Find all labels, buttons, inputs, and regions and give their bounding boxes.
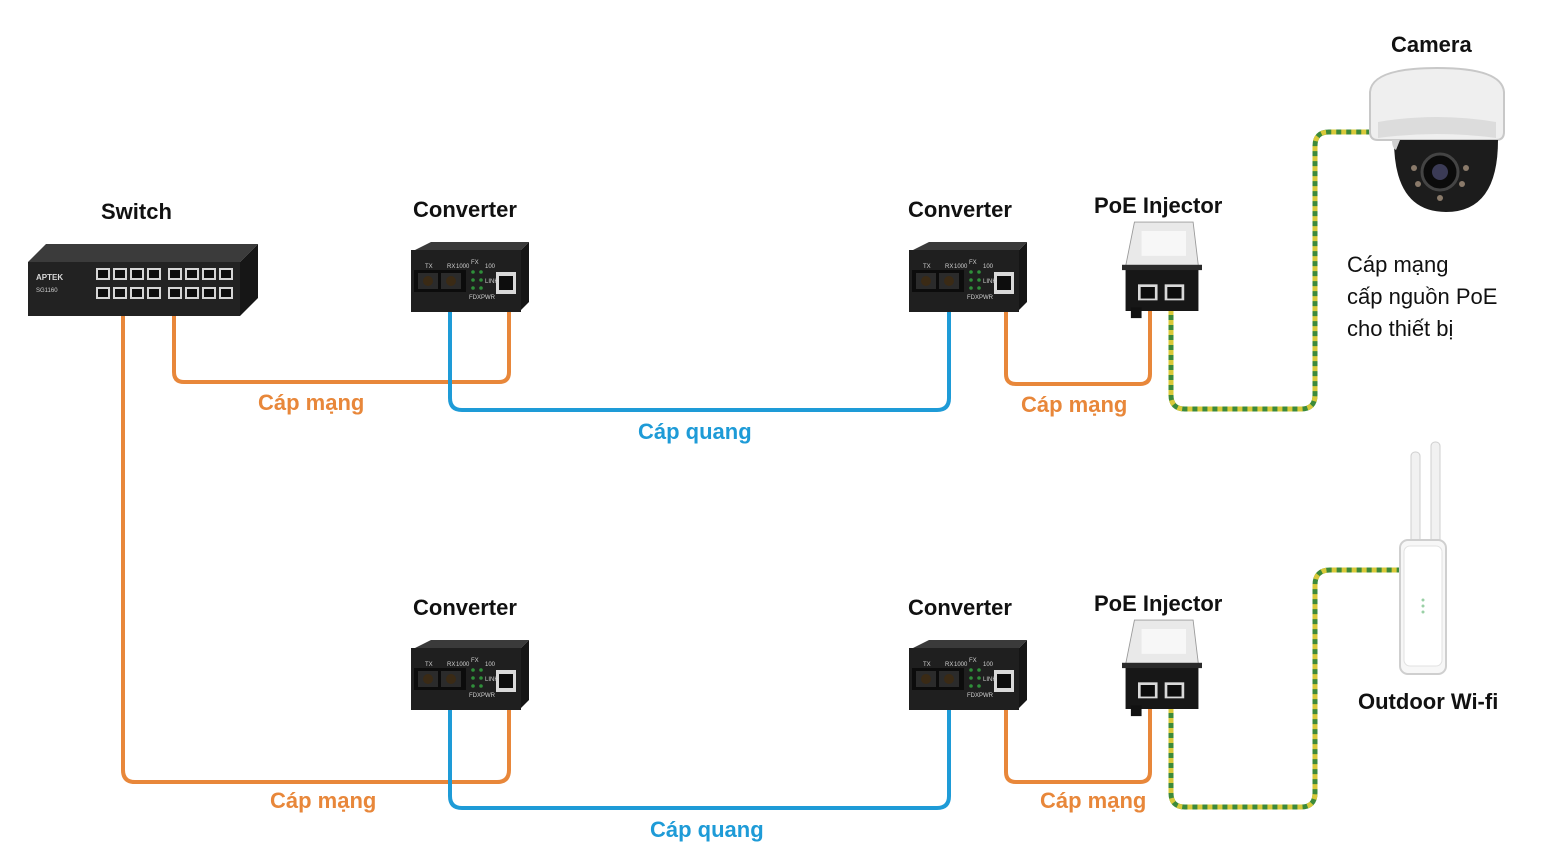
outdoor-access-point-icon [1399,441,1447,675]
media-converter-icon [411,242,529,312]
poe-cable-wifi-stripes [1168,567,1399,810]
led-1000-text: 1000 [456,264,470,270]
converter-rx-text: RX [945,662,953,668]
media-converter-icon [909,242,1027,312]
network-cable-bottom-left-label: Cáp mạng [270,788,377,813]
led-100-text: 100 [485,264,496,270]
led-link-text: LINK [983,677,996,683]
led-fdx-text: FDX [469,693,481,699]
converter-bottom-right: TX RX 1000 100 FX LINK FDX PWR [909,640,1027,710]
switch-port-socket [204,270,214,278]
media-converter-icon [909,640,1027,710]
converter-bottom-right-label: Converter [908,595,1012,620]
led-fx-text: FX [471,260,479,266]
network-switch-icon: APTEK SG1160 [28,244,258,316]
switch-port-socket [115,289,125,297]
led-pwr-text: PWR [979,693,994,699]
fiber-cable-top-label: Cáp quang [638,419,752,444]
converter-top-right-label: Converter [908,197,1012,222]
led-fx-text: FX [969,260,977,266]
led-1000-text: 1000 [456,662,470,668]
network-cable-top-right [1004,298,1152,386]
poe-injector-icon [1122,619,1202,717]
poe-injector-icon [1122,221,1202,319]
switch-port-socket [187,270,197,278]
led-link-text: LINK [485,677,498,683]
poe-injector-bottom-label: PoE Injector [1094,591,1223,616]
switch-label: Switch [101,199,172,224]
switch-port-socket [132,270,142,278]
converter-tx-text: TX [425,662,433,668]
led-pwr-text: PWR [979,295,994,301]
network-cable-bottom-right-label: Cáp mạng [1040,788,1147,813]
poe-power-note: Cáp mạng cấp nguồn PoE cho thiết bị [1347,249,1497,345]
poe-injector-bottom [1122,619,1202,717]
led-pwr-text: PWR [481,693,496,699]
fiber-cable-bottom-label: Cáp quang [650,817,764,842]
converter-tx-text: TX [923,264,931,270]
switch-port-socket [170,270,180,278]
poe-cable-camera-stripes [1168,129,1373,412]
converter-rx-text: RX [945,264,953,270]
poe-cable-camera [1168,129,1373,412]
switch-port-socket [115,270,125,278]
switch-port-socket [187,289,197,297]
poe-injector-top [1122,221,1202,319]
poe-note-line-2: cấp nguồn PoE [1347,284,1498,309]
switch-port-socket [98,289,108,297]
switch-port-socket [149,289,159,297]
switch-port-socket [170,289,180,297]
led-1000-text: 1000 [954,662,968,668]
led-fdx-text: FDX [967,295,979,301]
led-fdx-text: FDX [469,295,481,301]
poe-injector-top-label: PoE Injector [1094,193,1223,218]
dome-camera-icon [1369,66,1505,212]
network-cable-top-left [172,297,511,384]
network-cable-bottom-left [121,302,511,784]
converter-bottom-left: TX RX 1000 100 FX LINK FDX PWR [411,640,529,710]
cables [121,129,1399,810]
switch-brand-text: APTEK [36,273,63,282]
switch-port-socket [204,289,214,297]
led-fdx-text: FDX [967,693,979,699]
led-link-text: LINK [983,279,996,285]
converter-tx-text: TX [425,264,433,270]
switch-port-socket [221,289,231,297]
led-1000-text: 1000 [954,264,968,270]
converter-top-left-label: Converter [413,197,517,222]
converter-rx-text: RX [447,264,455,270]
poe-note-line-3: cho thiết bị [1347,316,1454,341]
led-100-text: 100 [983,662,994,668]
fiber-cable-bottom [448,694,951,810]
led-100-text: 100 [983,264,994,270]
led-fx-text: FX [969,658,977,664]
switch-ports [96,268,233,299]
network-cable-top-right-label: Cáp mạng [1021,392,1128,417]
switch-port-socket [149,270,159,278]
switch-port-socket [132,289,142,297]
camera-label: Camera [1391,32,1472,57]
converter-tx-text: TX [923,662,931,668]
converter-rx-text: RX [447,662,455,668]
led-link-text: LINK [485,279,498,285]
network-cable-bottom-right [1004,696,1152,784]
converter-bottom-left-label: Converter [413,595,517,620]
converter-top-left: TX RX 1000 100 FX LINK FDX PWR [411,242,529,312]
switch-model-text: SG1160 [36,288,58,294]
media-converter-icon [411,640,529,710]
converter-top-right: TX RX 1000 100 FX LINK FDX PWR [909,242,1027,312]
led-pwr-text: PWR [481,295,496,301]
fiber-cable-top [448,296,951,412]
outdoor-wifi-label: Outdoor Wi-fi [1358,689,1499,714]
switch-port-socket [221,270,231,278]
poe-note-line-1: Cáp mạng [1347,252,1449,277]
led-100-text: 100 [485,662,496,668]
switch-port-socket [98,270,108,278]
led-fx-text: FX [471,658,479,664]
network-cable-top-left-label: Cáp mạng [258,390,365,415]
